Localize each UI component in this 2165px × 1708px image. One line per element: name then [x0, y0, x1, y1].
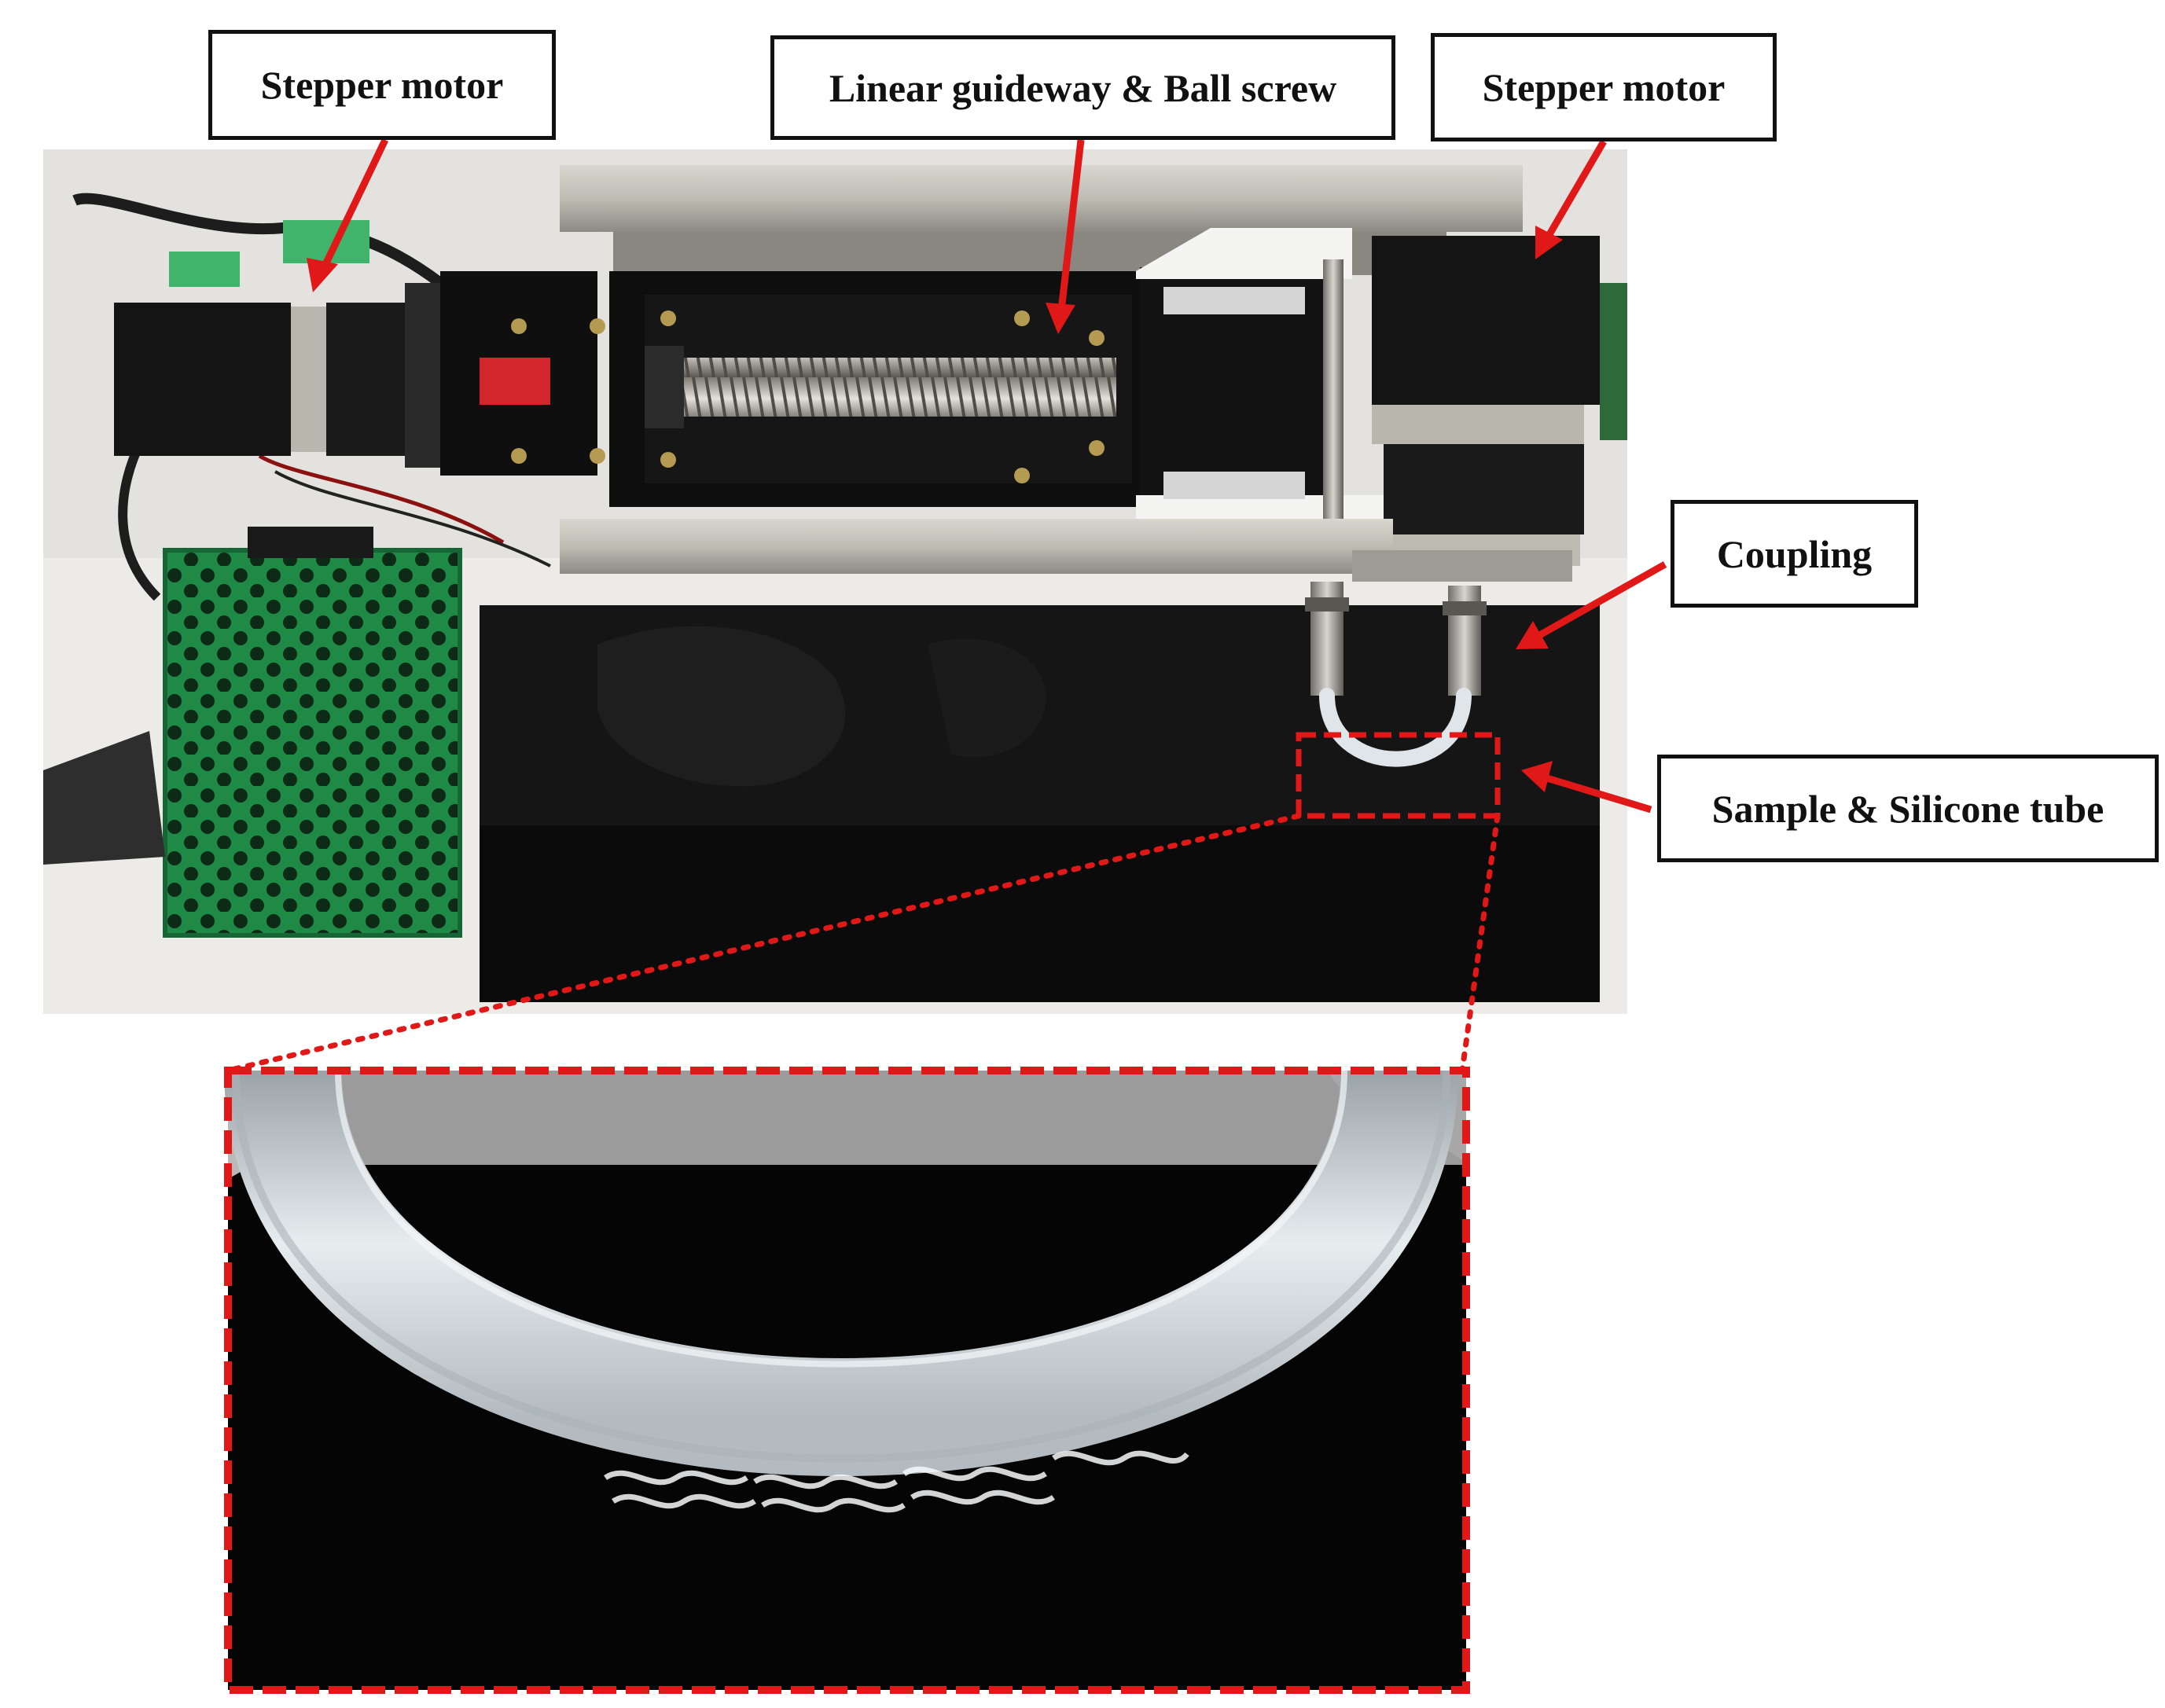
label-sample-silicone-tube: Sample & Silicone tube [1657, 755, 2159, 862]
acrylic-base [480, 605, 1600, 1002]
label-stepper-motor-right: Stepper motor [1431, 33, 1777, 141]
label-stepper-motor-left: Stepper motor [208, 30, 556, 140]
left-stepper-motor [114, 271, 605, 476]
linear-guideway [609, 271, 1152, 507]
label-coupling: Coupling [1671, 500, 1918, 608]
roi-box [1296, 732, 1501, 819]
motor-driver-box [163, 527, 462, 938]
zoom-line-right [1459, 813, 1501, 1074]
label-linear-guideway: Linear guideway & Ball screw [770, 35, 1395, 140]
setup-photo [43, 149, 1627, 1014]
couplings [1305, 582, 1487, 696]
silicone-tube-small [1319, 688, 1472, 767]
zoom-inset [224, 1067, 1470, 1694]
zoom-line-left [225, 813, 1302, 1074]
callout-arrows [307, 138, 1667, 814]
